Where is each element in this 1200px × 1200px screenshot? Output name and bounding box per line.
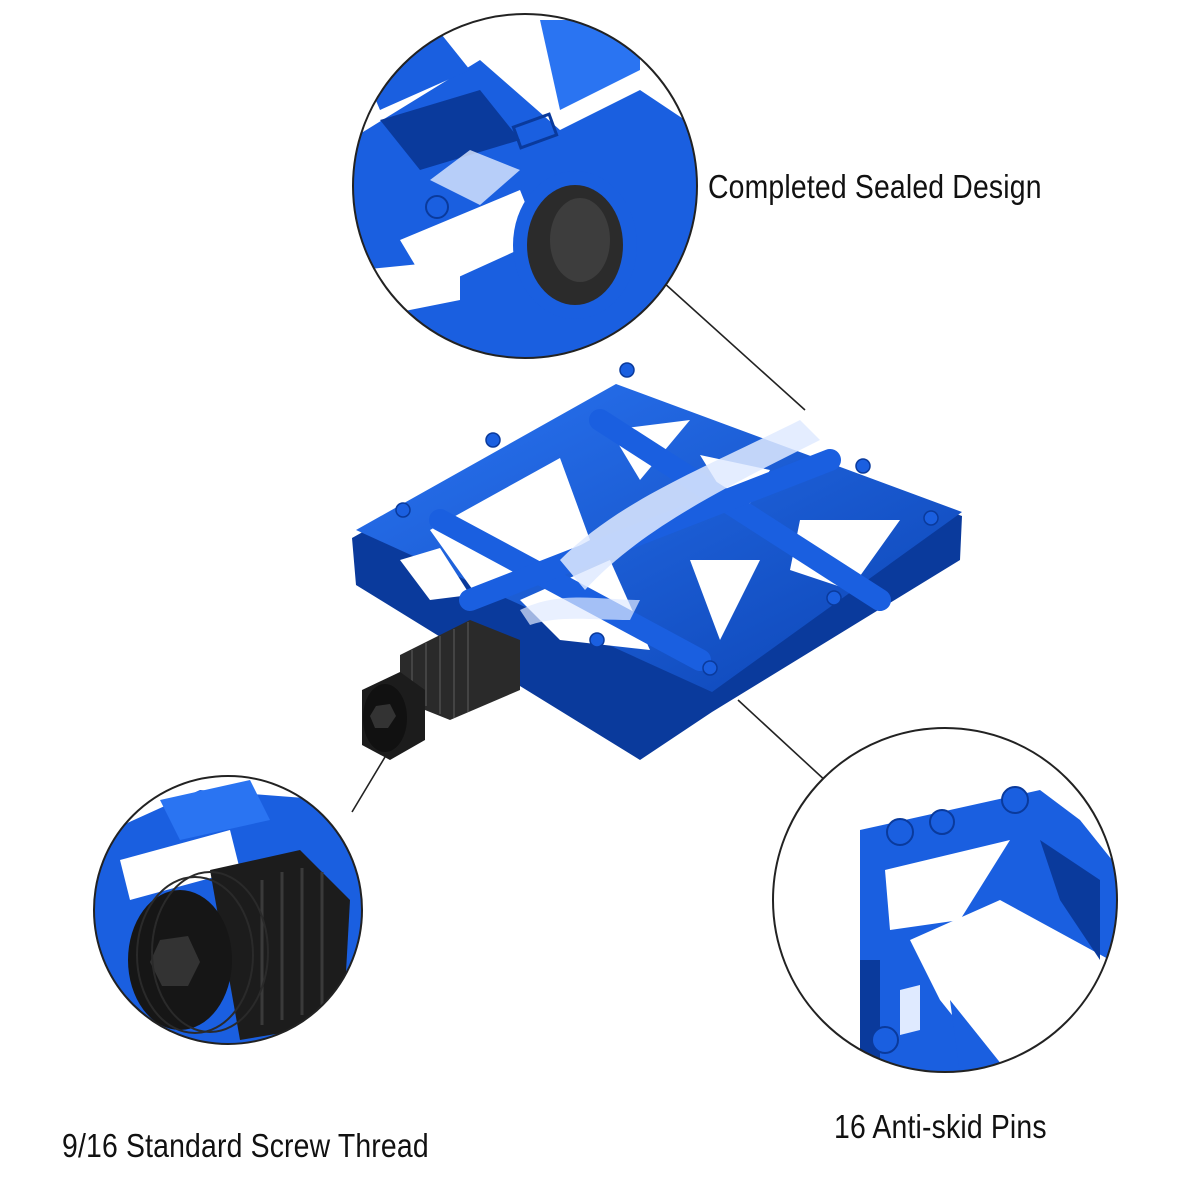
axle	[362, 620, 520, 760]
callout-lines	[351, 281, 829, 813]
label-sealed-design: Completed Sealed Design	[708, 168, 1042, 205]
zoom-screw-thread	[93, 775, 363, 1045]
label-screw-thread: 9/16 Standard Screw Thread	[62, 1127, 429, 1164]
callout-line-pins	[737, 699, 829, 784]
callout-line-screw	[351, 756, 386, 813]
zoom-sealed-bearing	[352, 13, 698, 359]
callout-line-seal	[662, 281, 806, 411]
label-anti-skid-pins: 16 Anti-skid Pins	[834, 1108, 1047, 1145]
main-pedal	[352, 362, 962, 760]
zoom-anti-skid-pins	[772, 727, 1118, 1073]
